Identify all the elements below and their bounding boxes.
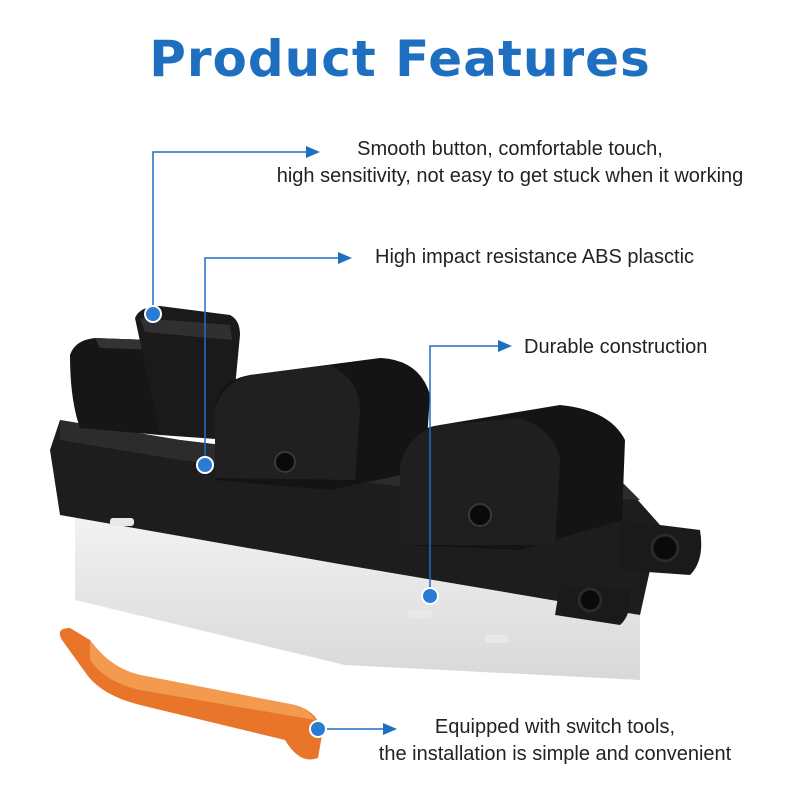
callout-2-pointer	[196, 252, 352, 474]
callout-1-pointer	[144, 146, 320, 323]
callout-1-line-1: Smooth button, comfortable touch,	[357, 138, 663, 160]
callout-3-text: Durable construction	[524, 334, 707, 361]
callout-1-line-2: high sensitivity, not easy to get stuck …	[276, 165, 744, 187]
callout-3-pointer	[421, 340, 512, 605]
callout-4-text: Equipped with switch tools, the installa…	[340, 714, 770, 768]
window-buttons-middle	[215, 358, 430, 490]
page-title: Product Features	[149, 30, 651, 88]
pry-tool	[59, 628, 322, 760]
callout-3-line-1: Durable construction	[524, 336, 708, 358]
lock-buttons	[70, 306, 240, 440]
callout-4-pointer	[309, 720, 397, 738]
callout-1-text: Smooth button, comfortable touch, high s…	[240, 136, 780, 190]
callout-4-line-1: Equipped with switch tools,	[434, 716, 676, 738]
window-buttons-front	[400, 405, 625, 550]
callout-4-line-2: the installation is simple and convenien…	[378, 743, 732, 765]
callout-2-text: High impact resistance ABS plasctic	[375, 244, 694, 271]
callout-2-line-1: High impact resistance ABS plasctic	[375, 246, 695, 268]
